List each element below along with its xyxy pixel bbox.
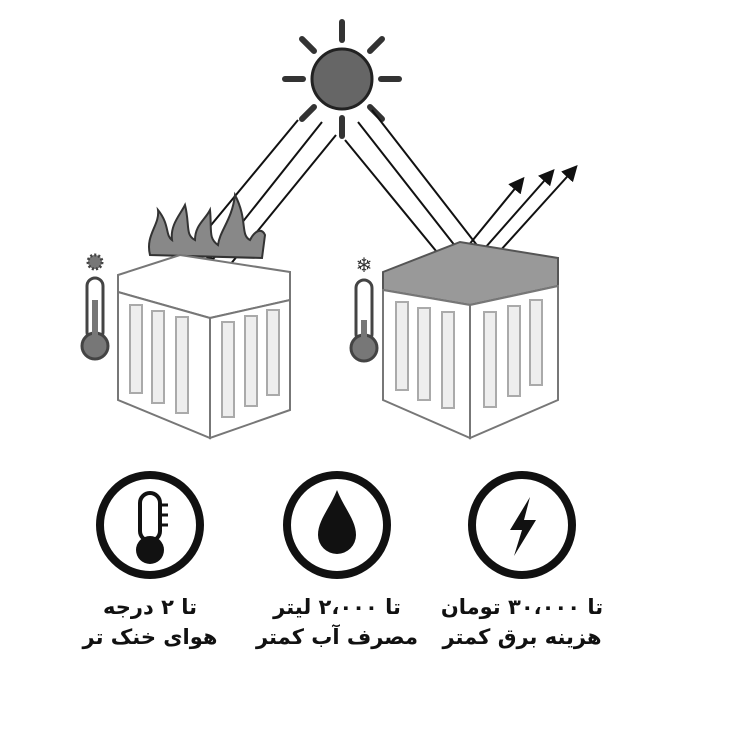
hot-thermometer-icon [80, 253, 110, 361]
feature-title: تا ۲ درجه [103, 595, 197, 619]
sun-icon [282, 19, 402, 139]
cold-thermometer-icon: ❄ [349, 253, 379, 363]
feature-subtitle: مصرف آب کمتر [255, 625, 418, 649]
cool-cooler [382, 240, 559, 440]
svg-text:❄: ❄ [356, 253, 373, 277]
feature-subtitle: هوای خنک تر [82, 625, 218, 649]
thermometer-icon [96, 471, 204, 579]
hot-cooler [117, 253, 291, 440]
feature-water-saving: تا ۲،۰۰۰ لیتر مصرف آب کمتر [237, 592, 437, 652]
flame-icon [147, 191, 267, 260]
feature-subtitle: هزینه برق کمتر [442, 625, 602, 649]
feature-title: تا ۳۰،۰۰۰ تومان [440, 595, 604, 619]
water-drop-icon [283, 471, 391, 579]
feature-power-saving: تا ۳۰،۰۰۰ تومان هزینه برق کمتر [422, 592, 622, 652]
feature-cooler-air: تا ۲ درجه هوای خنک تر [50, 592, 250, 652]
feature-title: تا ۲،۰۰۰ لیتر [273, 595, 401, 619]
lightning-icon [468, 471, 576, 579]
